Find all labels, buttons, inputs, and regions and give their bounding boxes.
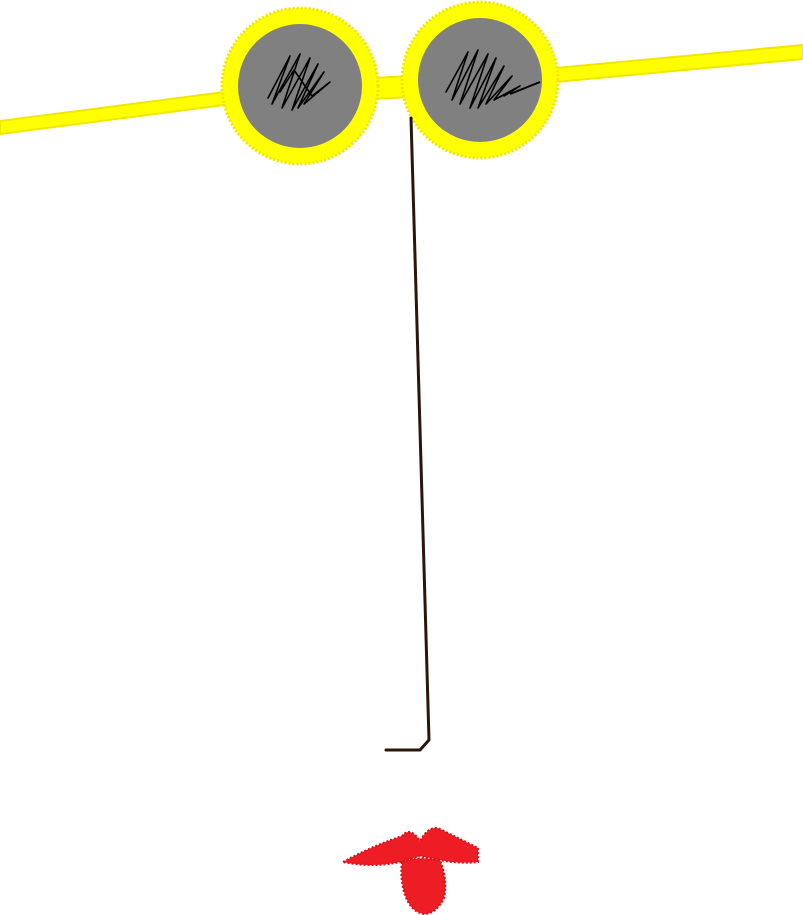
left-temple-arm	[0, 89, 233, 136]
nose-line	[384, 116, 431, 752]
right-temple-arm	[544, 43, 803, 85]
lower-lip	[400, 857, 447, 915]
right-lens-scribble	[445, 49, 521, 109]
lips	[340, 827, 479, 915]
left-lens-scribble	[267, 53, 331, 111]
upper-lip	[340, 827, 479, 866]
sunglasses	[0, 0, 803, 166]
right-lens-tail	[509, 81, 541, 95]
